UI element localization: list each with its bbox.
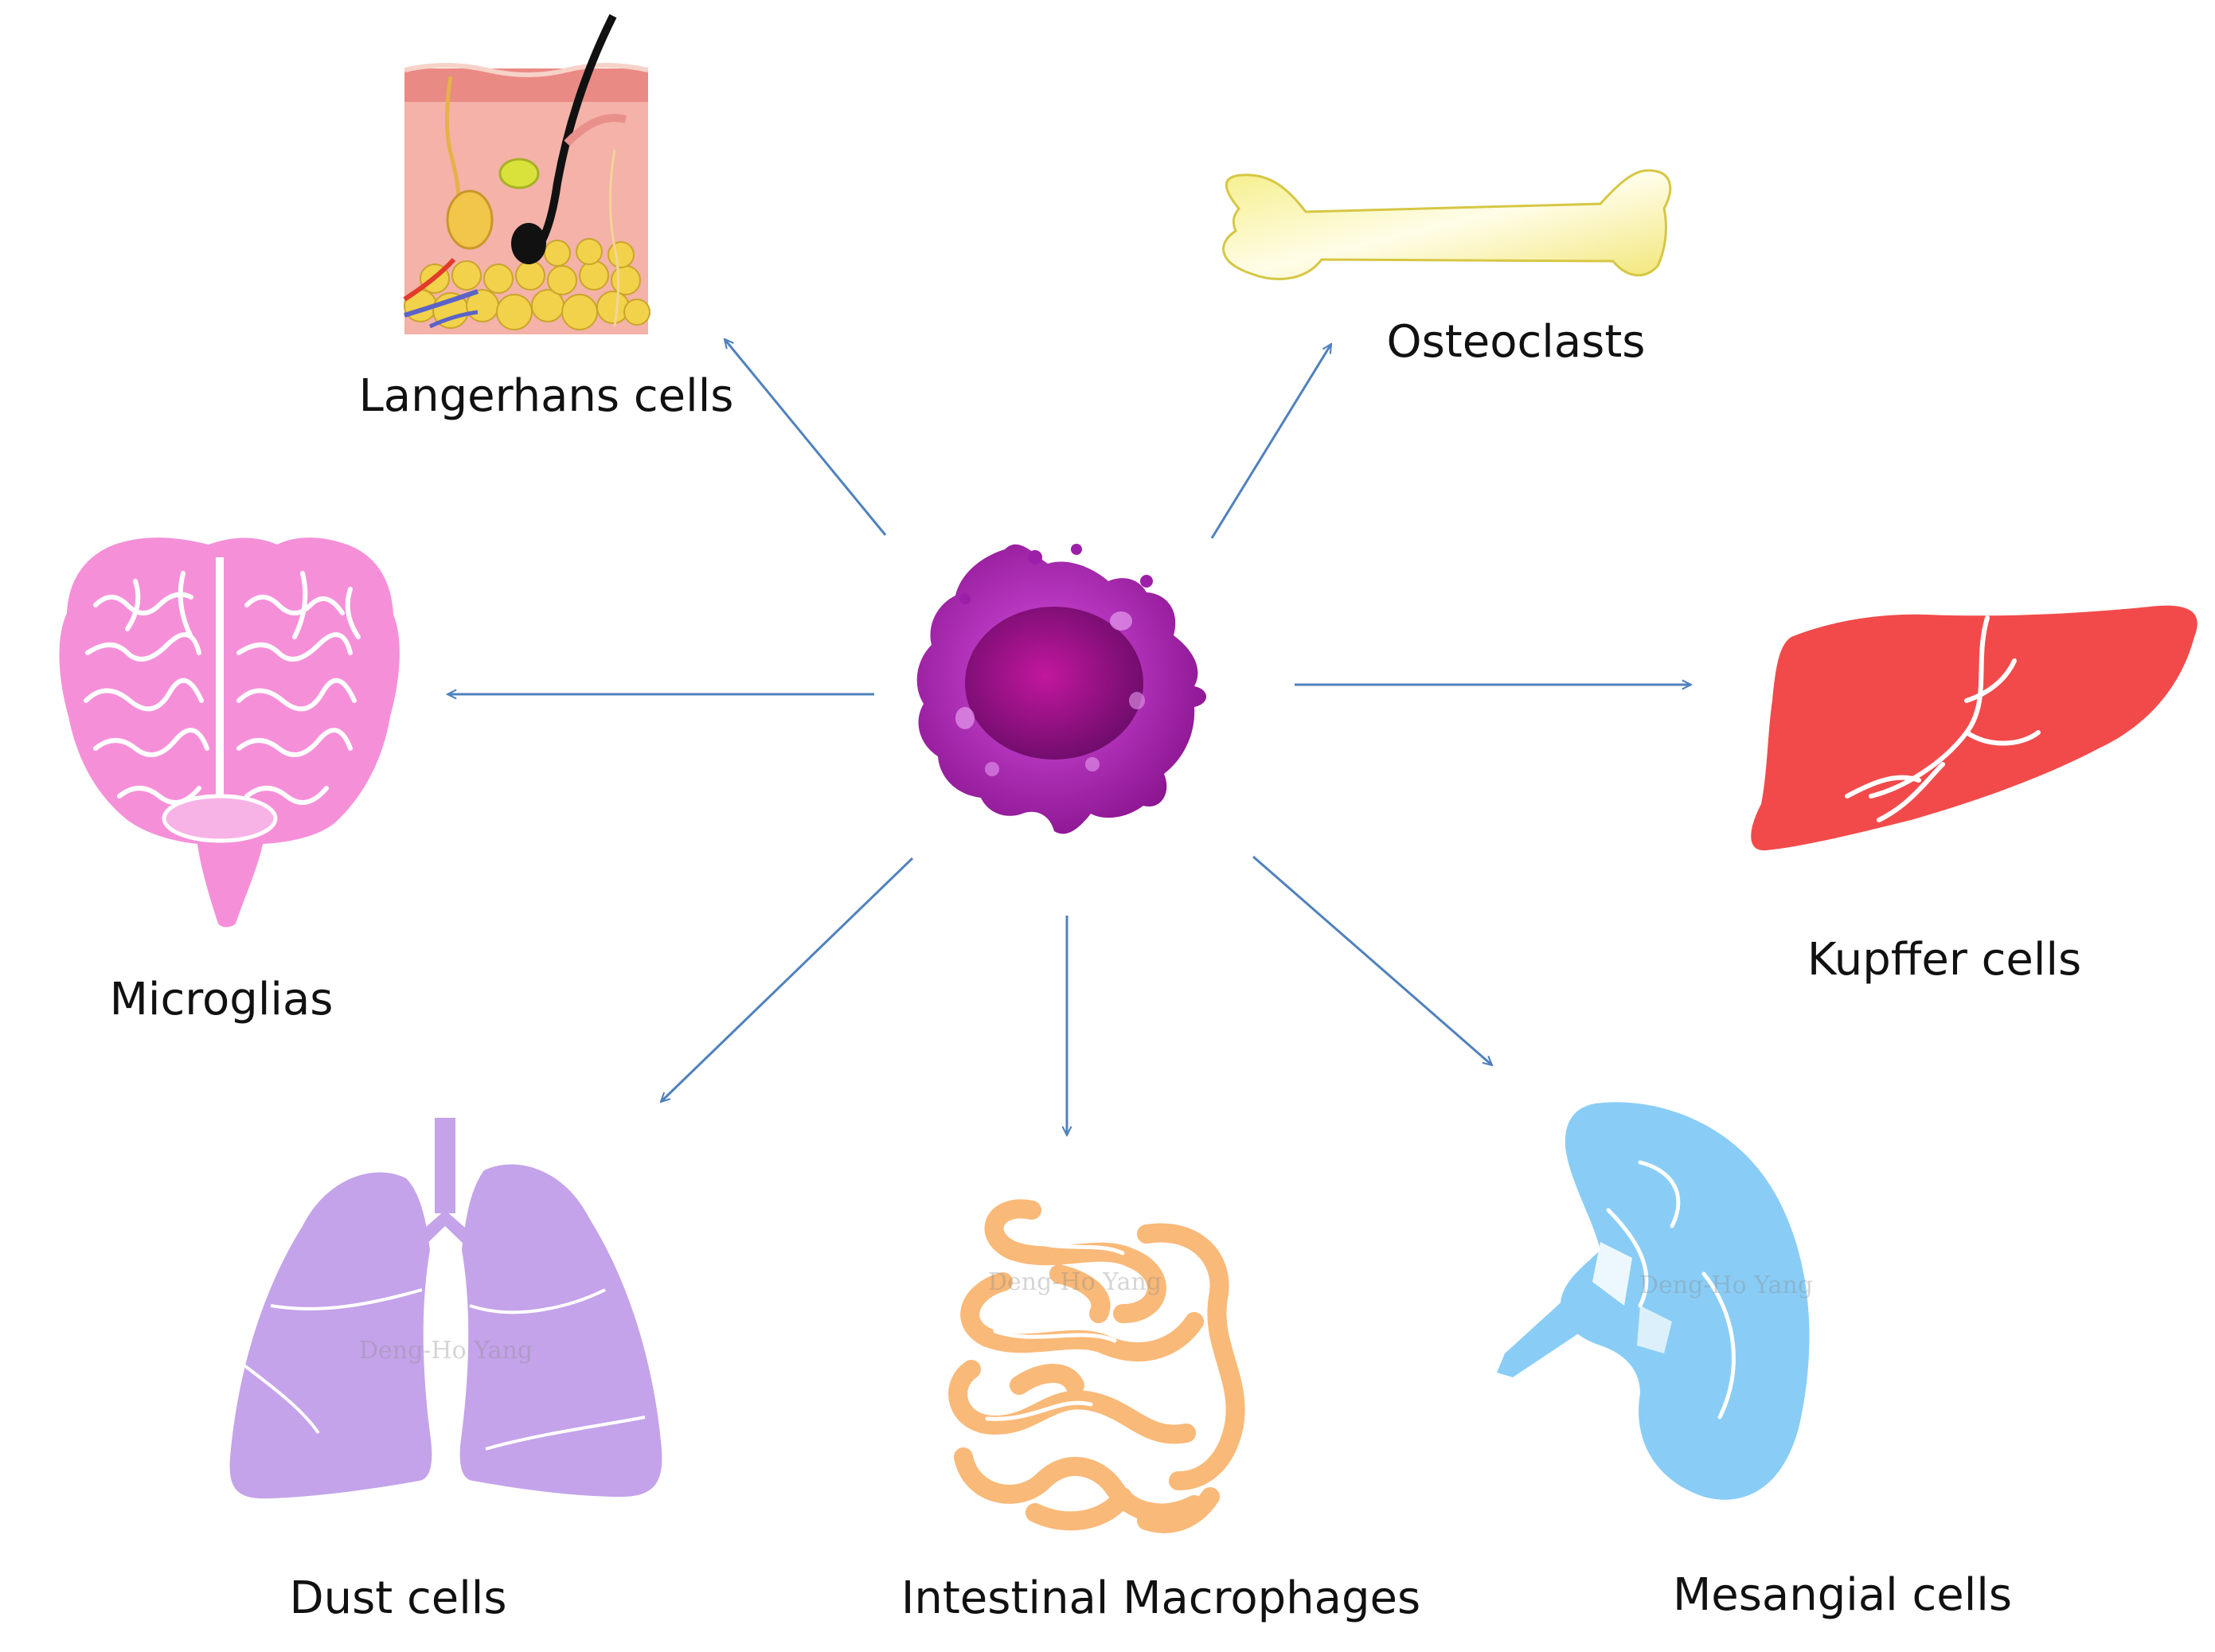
arrow-to-langerhans (725, 339, 887, 536)
kidney-icon: Deng-Ho Yang (1497, 1102, 1813, 1500)
liver-icon (1751, 605, 2197, 851)
arrows (447, 339, 1691, 1135)
arrow-to-dust (661, 857, 914, 1102)
watermark-lungs: Deng-Ho Yang (359, 1337, 533, 1365)
skin-icon (403, 14, 650, 334)
intestine-icon: Deng-Ho Yang (948, 1199, 1245, 1533)
watermark-kidney: Deng-Ho Yang (1639, 1271, 1813, 1299)
label-microglias: Microglias (110, 974, 334, 1025)
arrow-to-osteoclasts (1210, 344, 1333, 539)
bone-icon (1222, 169, 1672, 280)
arrow-to-mesangial (1252, 855, 1492, 1065)
label-intestinal: Intestinal Macrophages (901, 1572, 1420, 1624)
brain-icon (59, 537, 400, 928)
watermark-intestine: Deng-Ho Yang (988, 1268, 1162, 1296)
macrophage-cell-icon (916, 544, 1206, 834)
label-kupffer: Kupffer cells (1807, 934, 2081, 986)
lungs-icon: Deng-Ho Yang (229, 1118, 662, 1499)
label-langerhans: Langerhans cells (359, 370, 734, 422)
label-mesangial: Mesangial cells (1673, 1569, 2012, 1621)
label-osteoclasts: Osteoclasts (1387, 316, 1646, 368)
label-dust: Dust cells (289, 1572, 506, 1624)
